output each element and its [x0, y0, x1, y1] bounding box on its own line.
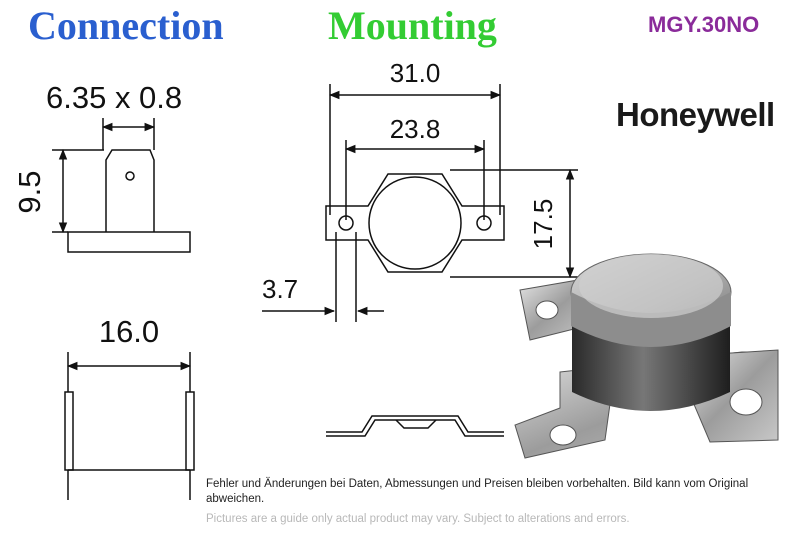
tab-height-label: 9.5	[12, 170, 47, 213]
mounting-top-drawing	[262, 84, 578, 322]
model-number: MGY.30NO	[648, 12, 760, 37]
tab-size-label: 6.35 x 0.8	[46, 80, 182, 115]
mounting-side-profile	[326, 415, 504, 437]
height-label: 17.5	[528, 199, 558, 250]
brand-logo: Honeywell	[616, 96, 775, 133]
bracket-width-label: 3.7	[262, 274, 298, 304]
disclaimer-english: Pictures are a guide only actual product…	[206, 513, 630, 525]
hole-spacing-label: 23.8	[390, 114, 441, 144]
connection-title: Connection	[28, 3, 224, 48]
overall-length-label: 31.0	[390, 58, 441, 88]
thermostat-photo	[514, 253, 779, 459]
disclaimer-german: Fehler und Änderungen bei Daten, Abmessu…	[206, 478, 749, 505]
body-width-label: 16.0	[99, 314, 159, 349]
mounting-title: Mounting	[328, 3, 497, 48]
connection-side-drawing	[64, 352, 195, 500]
connection-tab-drawing	[52, 118, 191, 253]
